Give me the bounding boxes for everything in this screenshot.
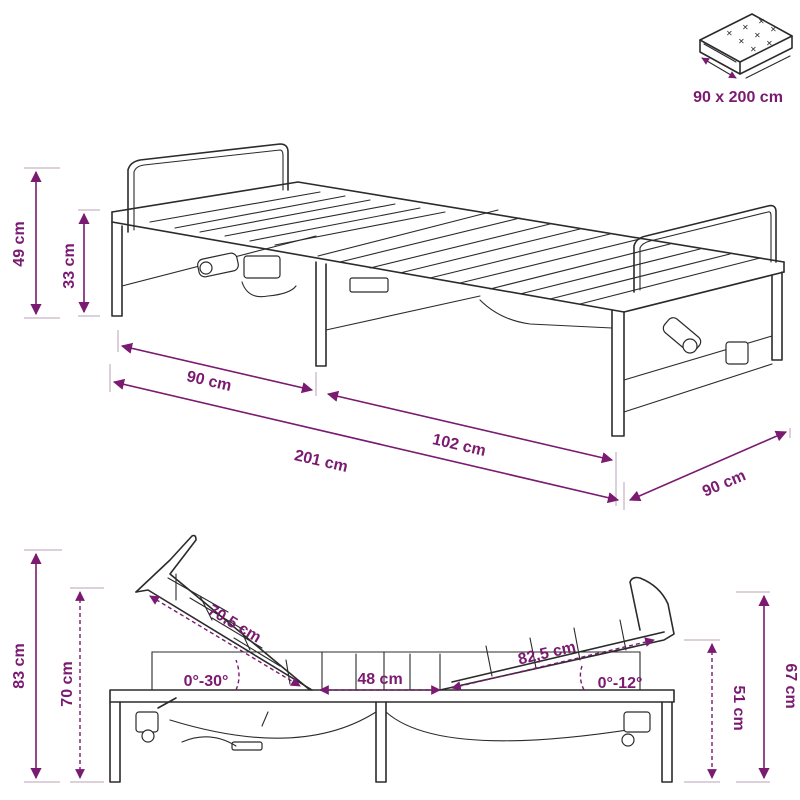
svg-text:✕: ✕ xyxy=(726,29,733,38)
slats xyxy=(149,191,761,305)
svg-text:✕: ✕ xyxy=(742,23,749,32)
leg-rest-height-label: 51 cm xyxy=(730,685,747,730)
svg-text:✕: ✕ xyxy=(754,31,761,40)
middle-section-length-label: 48 cm xyxy=(357,671,402,688)
head-section-length-label: 90 cm xyxy=(185,368,233,395)
svg-text:✕: ✕ xyxy=(758,17,765,26)
top-view-dimensions xyxy=(24,167,791,510)
foot-section-length-label: 102 cm xyxy=(431,431,488,460)
bed-frame-isometric xyxy=(111,143,785,437)
mattress-size-label: 90 x 200 cm xyxy=(693,89,783,106)
head-rest-height-label: 70 cm xyxy=(59,661,76,706)
leg-section-length-label: 82,5 cm xyxy=(516,639,577,669)
svg-text:✕: ✕ xyxy=(738,37,745,46)
leg-angle-label: 0°-12° xyxy=(598,675,643,692)
svg-text:✕: ✕ xyxy=(750,45,757,54)
foot-motor xyxy=(662,317,749,365)
frame-height-label: 33 cm xyxy=(61,243,78,288)
raised-leg-total-height-label: 67 cm xyxy=(782,663,799,708)
head-motor xyxy=(197,252,389,298)
back-section-length-label: 70,5 cm xyxy=(205,602,264,647)
raised-total-height-label: 83 cm xyxy=(11,643,28,688)
bed-frame-side-raised xyxy=(109,534,675,783)
total-height-label: 49 cm xyxy=(11,221,28,266)
width-label: 90 cm xyxy=(700,467,748,500)
total-length-label: 201 cm xyxy=(293,447,350,476)
mattress-icon: ✕ ✕ ✕ ✕ ✕ ✕ ✕ ✕ xyxy=(699,13,793,79)
back-angle-label: 0°-30° xyxy=(184,673,229,690)
svg-text:✕: ✕ xyxy=(766,39,773,48)
svg-text:✕: ✕ xyxy=(770,25,777,34)
side-view-dimensions xyxy=(24,549,770,783)
